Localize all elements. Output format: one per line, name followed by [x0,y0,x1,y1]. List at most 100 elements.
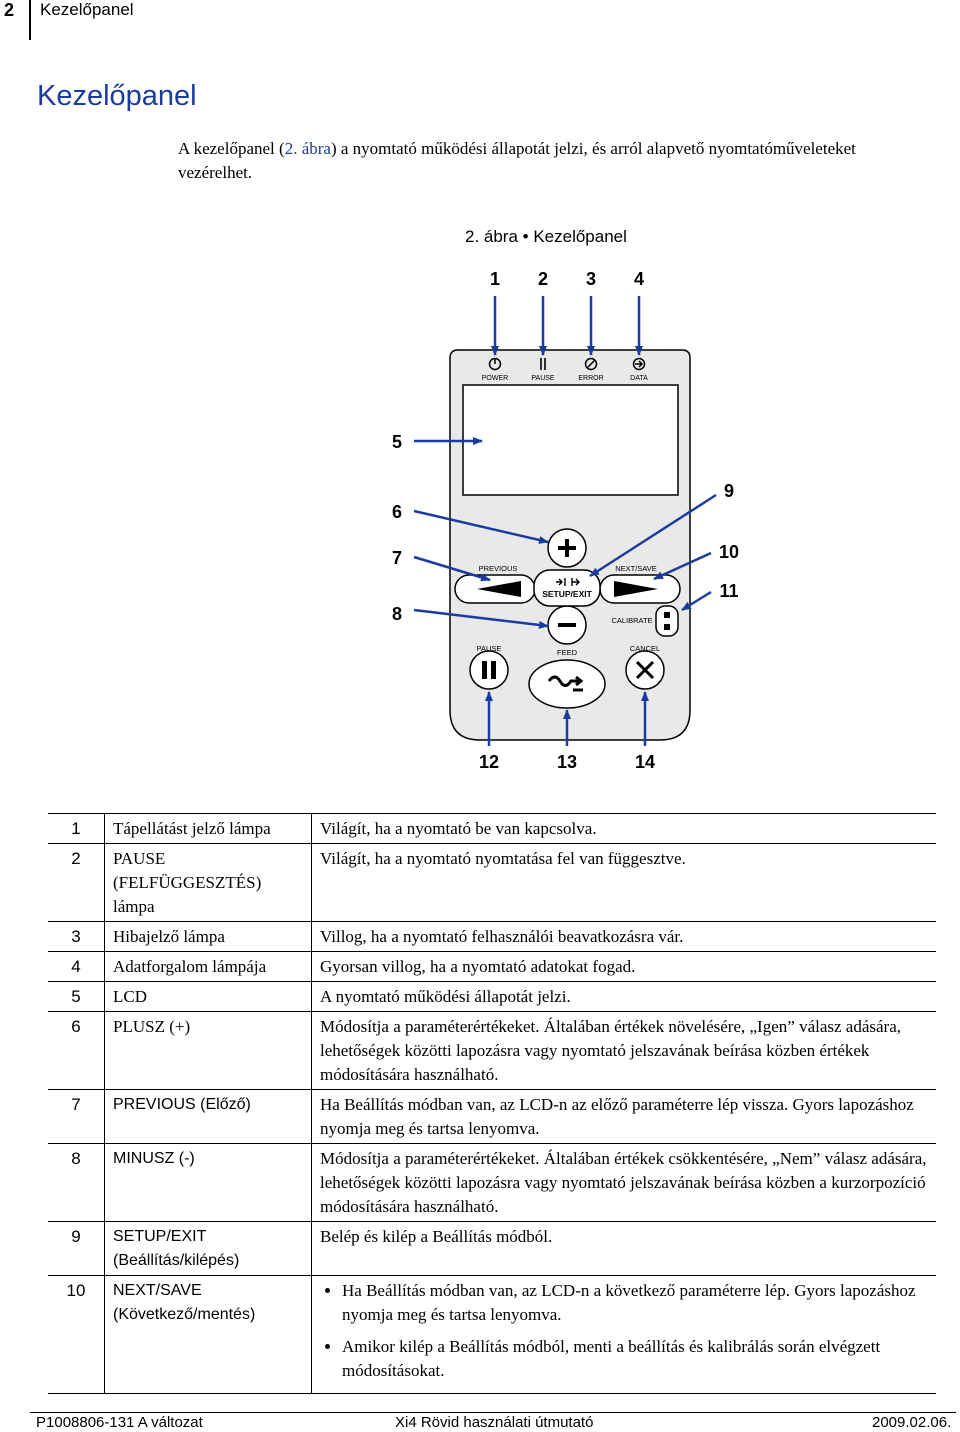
arrow-7 [413,555,491,582]
table-row: 8 MINUSZ (-) Módosítja a paraméterértéke… [48,1143,936,1222]
row-number: 7 [48,1089,105,1144]
footer-divider [30,1412,956,1413]
row-number: 4 [48,951,105,982]
error-icon [584,357,598,371]
page-title: Kezelőpanel [37,80,197,112]
table-row: 5 LCD A nyomtató működési állapotát jelz… [48,981,936,1012]
row-number: 10 [48,1275,105,1394]
row-name: PAUSE (FELFÜGGESZTÉS) lámpa [104,843,312,922]
label-cancel: CANCEL [630,644,660,653]
table-row: 10 NEXT/SAVE (Következő/mentés) Ha Beáll… [48,1275,937,1394]
row-description: Gyorsan villog, ha a nyomtató adatokat f… [320,957,636,976]
callout-8: 8 [392,604,402,624]
data-icon [632,357,646,371]
label-next-save: NEXT/SAVE [615,564,657,573]
row-description: A nyomtató működési állapotát jelzi. [320,987,571,1006]
header-divider [29,0,31,40]
row-number: 8 [48,1143,105,1222]
row-name: SETUP/EXIT (Beállítás/kilépés) [104,1221,312,1276]
table-row: 6 PLUSZ (+) Módosítja a paraméterértékek… [48,1011,936,1090]
power-icon [488,357,502,371]
figure-link[interactable]: 2. ábra [284,139,331,158]
label-calibrate: CALIBRATE [611,616,652,625]
bullet-list: Ha Beállítás módban van, az LCD-n a köve… [320,1279,928,1383]
row-description: Módosítja a paraméterértékeket. Általába… [320,1017,901,1084]
callout-11: 11 [719,581,738,601]
arrow-8 [413,608,549,629]
next-save-button [599,574,681,604]
row-name: NEXT/SAVE (Következő/mentés) [104,1275,312,1394]
pause-button [469,650,509,690]
lcd-screen [462,384,679,496]
footer-doc-title: Xi4 Rövid használati útmutató [395,1414,594,1431]
row-description: Ha Beállítás módban van, az LCD-n a köve… [312,1276,937,1394]
table-row: 3 Hibajelző lámpa Villog, ha a nyomtató … [48,921,936,952]
arrow-10 [653,551,712,581]
row-name: MINUSZ (-) [104,1143,312,1222]
callout-1: 1 [490,269,500,289]
feed-icon [547,675,584,692]
row-number: 6 [48,1011,105,1090]
minus-button [547,605,587,645]
intro-before: A kezelőpanel ( [178,139,285,158]
row-name: Adatforgalom lámpája [104,951,312,982]
led-label-data: DATA [630,375,648,382]
previous-button [454,574,536,604]
callout-7: 7 [392,548,402,568]
row-name: LCD [104,981,312,1012]
callout-12: 12 [479,752,499,772]
bullet-item: Ha Beállítás módban van, az LCD-n a köve… [342,1279,928,1327]
arrow-9 [589,493,717,578]
callout-2: 2 [538,269,548,289]
figure-caption: 2. ábra • Kezelőpanel [465,227,627,246]
setup-exit-label: SETUP/EXIT [542,589,592,599]
footer-date: 2009.02.06. [872,1414,952,1431]
led-label-pause: PAUSE [531,375,555,382]
bullet-item: Amikor kilép a Beállítás módból, menti a… [342,1335,928,1383]
row-number: 1 [48,813,105,844]
row-description: Világít, ha a nyomtató be van kapcsolva. [320,819,597,838]
callout-6: 6 [392,502,402,522]
callout-4: 4 [634,269,644,289]
table-row: 1 Tápellátást jelző lámpa Világít, ha a … [48,813,936,844]
pause-led-icon [540,358,546,370]
setup-exit-button: SETUP/EXIT [533,569,601,607]
row-number: 5 [48,981,105,1012]
header-page-number: 2 [4,0,15,20]
row-description: Villog, ha a nyomtató felhasználói beava… [320,927,684,946]
feed-button [528,659,606,709]
row-number: 2 [48,843,105,922]
plus-button [547,528,587,568]
table-row: 9 SETUP/EXIT (Beállítás/kilépés) Belép é… [48,1221,936,1276]
label-feed: FEED [557,648,578,657]
row-number: 9 [48,1221,105,1276]
label-previous: PREVIOUS [479,564,518,573]
callout-13: 13 [557,752,577,772]
callout-3: 3 [586,269,596,289]
intro-paragraph: A kezelőpanel (2. ábra) a nyomtató működ… [178,137,878,185]
callout-14: 14 [635,752,655,772]
header-title: Kezelőpanel [40,0,134,19]
arrow-11 [681,590,712,612]
control-panel-figure: POWER PAUSE ERROR DATA PREVIOUS NEXT/SAV… [392,269,739,772]
description-table: 1 Tápellátást jelző lámpa Világít, ha a … [48,813,936,1394]
row-description: Módosítja a paraméterértékeket. Általába… [320,1149,927,1216]
callout-9: 9 [724,481,734,501]
intro-after: ) a nyomtató működési állapotát jelzi, é… [178,139,856,182]
row-name: PLUSZ (+) [104,1011,312,1090]
row-description: Belép és kilép a Beállítás módból. [320,1227,553,1246]
setup-exit-icon [556,578,580,586]
led-label-error: ERROR [578,375,603,382]
callout-5: 5 [392,432,402,452]
arrow-6 [413,509,549,544]
led-label-power: POWER [482,375,508,382]
label-pause: PAUSE [477,644,502,653]
row-name: Tápellátást jelző lámpa [104,813,312,844]
table-row: 4 Adatforgalom lámpája Gyorsan villog, h… [48,951,936,982]
calibrate-button [655,605,679,637]
cancel-button [625,650,665,690]
row-number: 3 [48,921,105,952]
footer-doc-id: P1008806-131 A változat [36,1414,203,1431]
row-description: Világít, ha a nyomtató nyomtatása fel va… [320,849,686,868]
row-name: Hibajelző lámpa [104,921,312,952]
